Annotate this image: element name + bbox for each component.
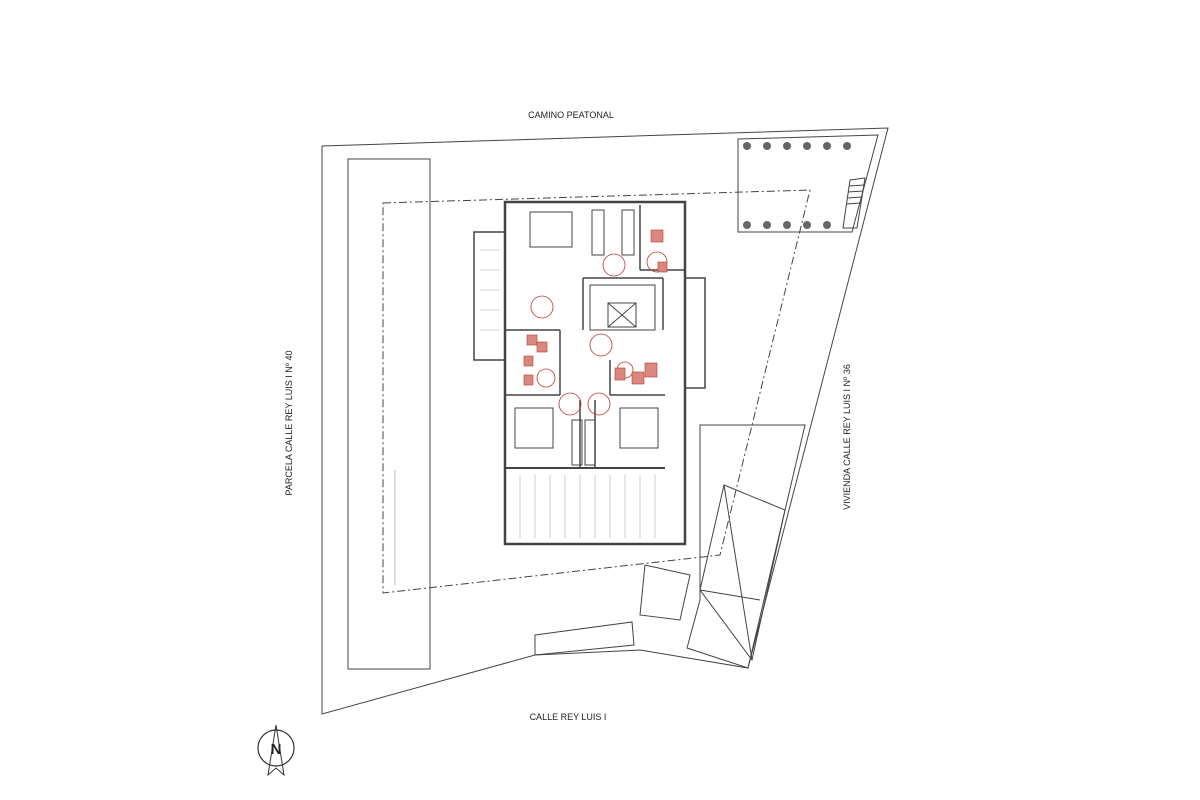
- bed: [529, 211, 573, 248]
- balcony-east: [684, 277, 706, 389]
- left-strip: [347, 158, 431, 670]
- exterior-stairs-ne: [842, 177, 866, 229]
- bed: [514, 407, 554, 449]
- plot-boundary: [321, 127, 889, 715]
- label-west: PARCELA CALLE REY LUIS I Nº 40: [284, 350, 294, 495]
- label-east: VIVIENDA CALLE REY LUIS I Nº 36: [842, 364, 852, 510]
- trees: [743, 142, 851, 229]
- exterior-stairs-s: [534, 564, 691, 656]
- sanitary-fixtures: [523, 229, 668, 386]
- balcony-west: [473, 231, 506, 361]
- accessibility-circles: [530, 251, 668, 416]
- north-arrow-icon: N: [257, 724, 295, 777]
- compass-letter: N: [271, 741, 282, 758]
- label-south: CALLE REY LUIS I: [530, 712, 607, 722]
- setback-line: [382, 189, 811, 594]
- annex: [686, 424, 806, 669]
- label-north: CAMINO PEATONAL: [528, 110, 614, 120]
- garden: [737, 134, 879, 233]
- bed: [619, 407, 659, 449]
